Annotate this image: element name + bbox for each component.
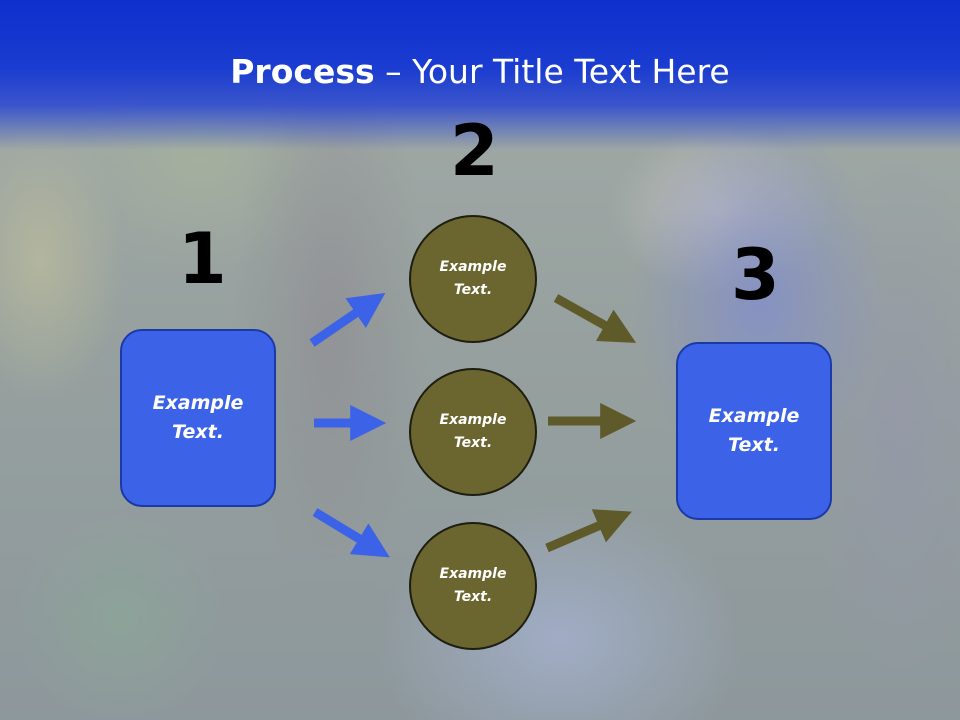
step-1-box: Example Text.: [120, 329, 276, 507]
slide-title: Process – Your Title Text Here: [0, 52, 960, 91]
step-2-circle-bottom: Example Text.: [409, 522, 537, 650]
step-number-1: 1: [178, 218, 227, 300]
step-3-box: Example Text.: [676, 342, 832, 520]
circle-top-text: Example Text.: [439, 259, 507, 298]
olive-arrow-down: [553, 294, 637, 343]
olive-arrow-up: [545, 509, 632, 553]
title-rest: – Your Title Text Here: [374, 52, 730, 91]
title-bold: Process: [230, 52, 375, 91]
step-number-2: 2: [450, 110, 499, 192]
step-number-3: 3: [731, 234, 780, 316]
circle-bottom-text: Example Text.: [439, 566, 507, 605]
title-bar: [0, 0, 960, 150]
step-1-box-text: Example Text.: [152, 392, 244, 443]
step-2-circle-middle: Example Text.: [409, 368, 537, 496]
blue-arrow-up: [309, 292, 386, 347]
circle-middle-text: Example Text.: [439, 412, 507, 451]
step-3-box-text: Example Text.: [708, 405, 800, 456]
step-2-circle-top: Example Text.: [409, 215, 537, 343]
blue-arrow-down: [312, 508, 390, 558]
